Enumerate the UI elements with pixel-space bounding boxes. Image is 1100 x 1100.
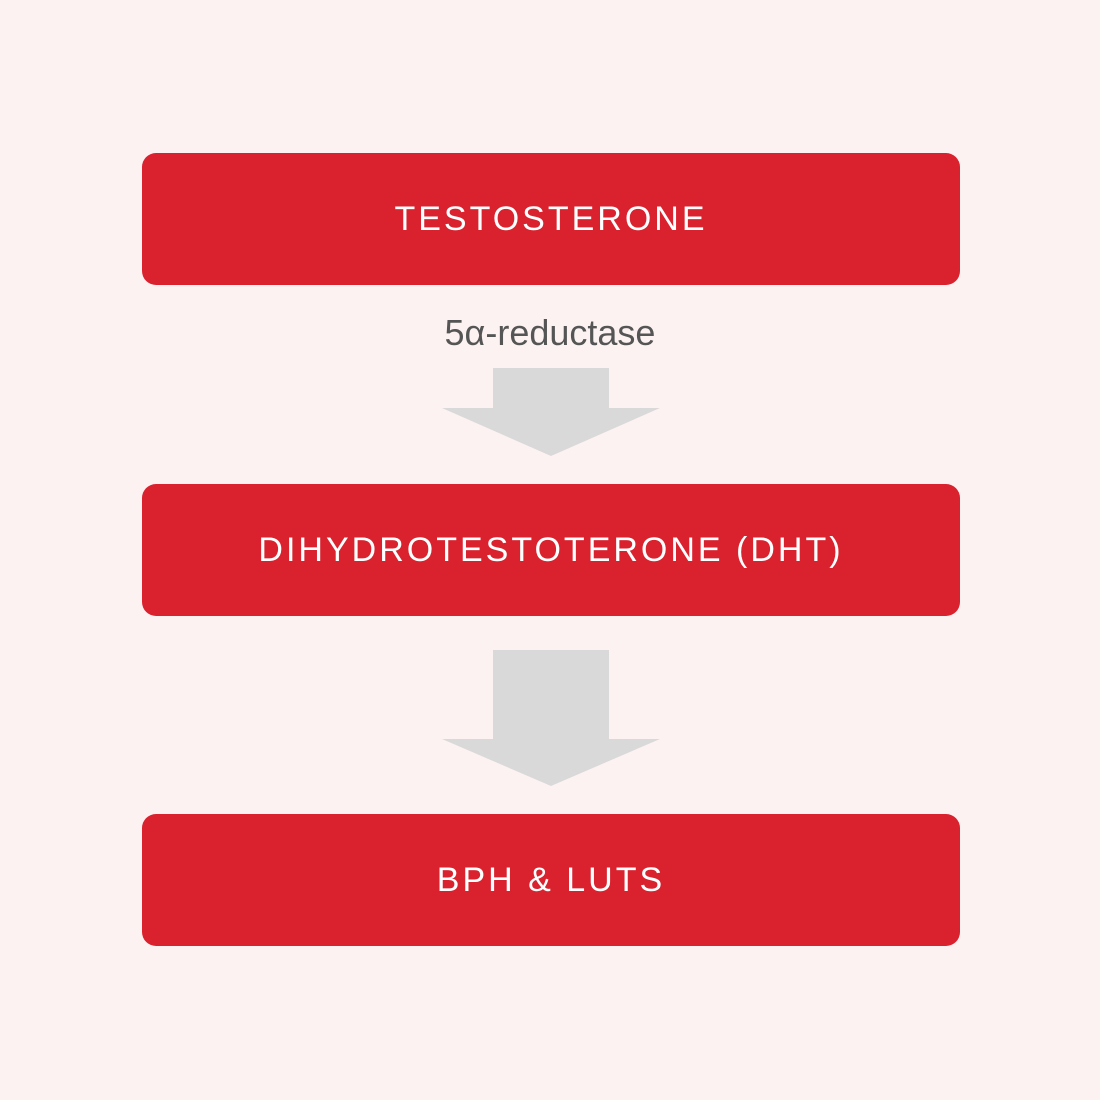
arrow-shape (442, 368, 660, 456)
flow-box-dht: DIHYDROTESTOTERONE (DHT) (142, 484, 960, 616)
flow-box-bph-luts: BPH & LUTS (142, 814, 960, 946)
transition-label-enzyme: 5α-reductase (444, 312, 656, 353)
arrow-shape (442, 650, 660, 786)
flow-box-label: BPH & LUTS (436, 860, 666, 899)
down-arrow-icon (442, 368, 660, 456)
flow-box-label: DIHYDROTESTOTERONE (DHT) (258, 530, 844, 569)
down-arrow-icon (442, 650, 660, 786)
flow-box-label: TESTOSTERONE (394, 199, 708, 238)
flow-box-testosterone: TESTOSTERONE (142, 153, 960, 285)
